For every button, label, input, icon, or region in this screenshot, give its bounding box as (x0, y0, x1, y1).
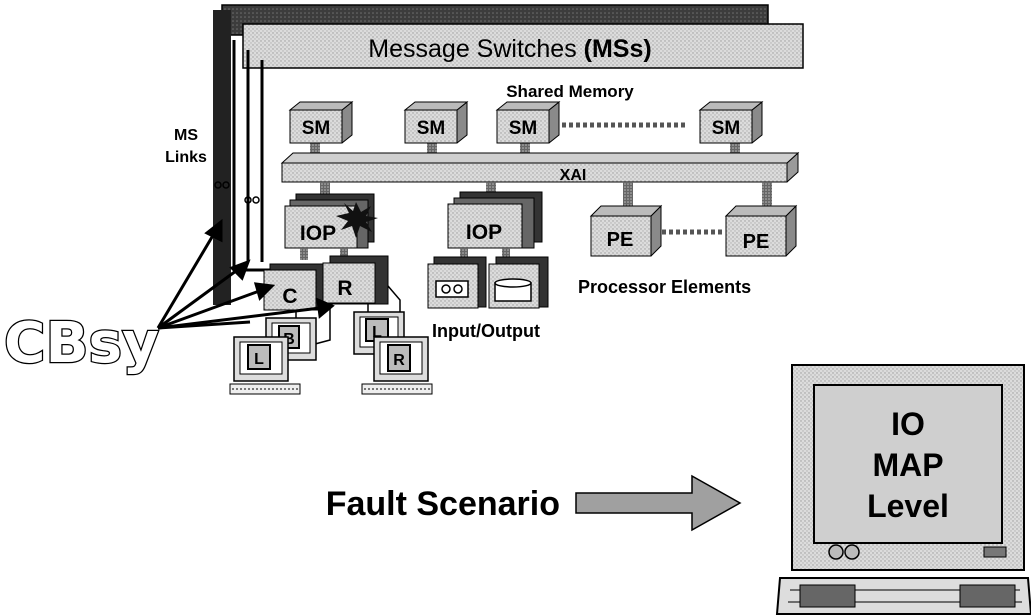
console-c-label: C (282, 285, 297, 308)
terminal-label: L (372, 324, 382, 341)
xai-label: XAI (560, 167, 587, 184)
monitor-icon (775, 364, 1031, 615)
fault-scenario-label: Fault Scenario (326, 485, 560, 523)
sm-box: SM (698, 100, 764, 144)
disk-drive-icon (494, 278, 532, 302)
iop-label: IOP (466, 221, 502, 244)
ms-links-label-2: Links (165, 149, 207, 166)
terminals: B L L R (229, 311, 433, 395)
terminal-label: L (254, 351, 264, 368)
cbsy-label: CBsy (4, 311, 159, 376)
pe-group: PE PE (589, 204, 798, 257)
pe-label: PE (607, 229, 634, 251)
message-switches-label: Message Switches (MSs) (368, 35, 651, 63)
monitor-line-2: MAP (872, 447, 943, 483)
xai-pipes (320, 182, 772, 208)
sm-box: SM (403, 100, 469, 144)
sm-label: SM (712, 118, 741, 139)
monitor-line-1: IO (891, 406, 925, 442)
console-units: C R (263, 255, 389, 311)
sm-label: SM (302, 118, 331, 139)
iop-label: IOP (300, 222, 336, 245)
ms-front-bar (242, 23, 804, 69)
right-arrow-icon (575, 474, 742, 532)
shared-memory-label: Shared Memory (506, 82, 634, 101)
sm-box: SM (288, 100, 354, 144)
terminal: B (265, 317, 317, 361)
pe-box: PE (724, 204, 798, 257)
terminal-label: B (283, 331, 295, 348)
io-devices (427, 256, 549, 309)
console-r-label: R (337, 277, 352, 300)
iop-box-faulty: IOP (284, 193, 378, 260)
monitor-line-3: Level (867, 488, 949, 524)
pe-label: PE (743, 231, 770, 253)
pe-box: PE (589, 204, 663, 257)
xai-bus: XAI (280, 151, 800, 184)
input-output-label: Input/Output (432, 321, 540, 341)
sm-label: SM (417, 118, 446, 139)
iop-box: IOP (447, 191, 543, 264)
processor-elements-label: Processor Elements (578, 277, 751, 297)
sm-box: SM (495, 100, 561, 144)
tape-drive-icon (435, 280, 469, 298)
terminal: R (361, 336, 433, 395)
sm-label: SM (509, 118, 538, 139)
terminal-label: R (393, 352, 405, 369)
terminal: L (229, 336, 301, 395)
cbsy-arrows (156, 218, 335, 330)
ms-left-post (213, 10, 231, 305)
ms-links-label-1: MS (174, 127, 198, 144)
fault-burst-icon (336, 202, 378, 238)
